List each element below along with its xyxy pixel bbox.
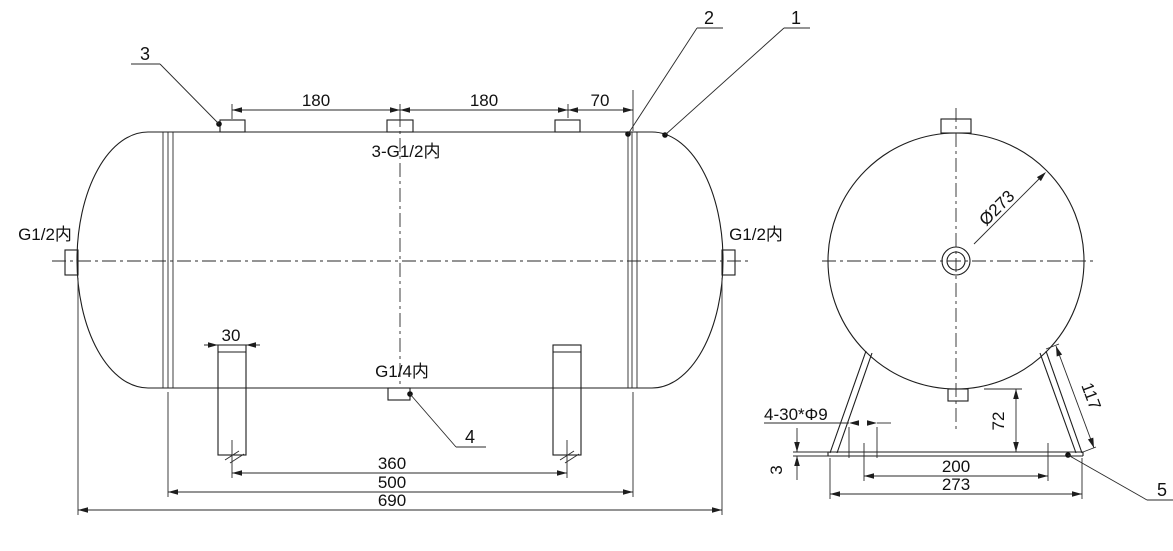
callout-4-label: 4 (465, 427, 475, 447)
dim-leg-length: 117 (1077, 380, 1104, 412)
callout-3-label: 3 (140, 44, 150, 64)
label-left-port: G1/2内 (18, 225, 72, 244)
callout-5: 5 (1065, 452, 1173, 501)
base-height-dimension: 72 (984, 388, 1022, 452)
dim-slot-spec: 4-30*Φ9 (764, 405, 828, 424)
dim-bolt-span: 200 (942, 457, 970, 476)
top-nozzle-1 (219, 119, 246, 133)
end-view: Ø273 4-30*Φ9 3 72 (764, 108, 1173, 501)
dim-base-height: 72 (989, 412, 1008, 431)
dim-end-offset: 70 (591, 91, 610, 110)
left-nozzle (64, 249, 79, 276)
bottom-nozzle (387, 387, 411, 401)
plate-thickness-dimension: 3 (767, 428, 828, 480)
dim-plate-thickness: 3 (767, 465, 786, 474)
right-weld-seam (627, 132, 638, 388)
slot-dimension: 4-30*Φ9 (764, 405, 891, 426)
dim-base-width: 273 (942, 475, 970, 494)
label-right-port: G1/2内 (729, 225, 783, 244)
base-plate (827, 427, 1084, 458)
dim-leg-width: 30 (222, 326, 241, 345)
right-nozzle (721, 249, 736, 276)
callout-4: 4 (407, 391, 486, 448)
end-left-leg (829, 350, 873, 454)
side-view: 180 180 70 30 360 500 (18, 8, 810, 515)
bottom-dimension-690: 690 (77, 278, 723, 515)
dim-diameter: Ø273 (976, 187, 1019, 230)
bottom-dimension-360: 360 (232, 454, 567, 476)
callout-2-label: 2 (704, 8, 714, 28)
callout-1-label: 1 (791, 8, 801, 28)
bolt-span-dimension: 200 (863, 443, 1049, 481)
callout-2: 2 (625, 8, 723, 137)
top-dimension-chain: 180 180 70 (231, 90, 634, 131)
callout-5-label: 5 (1157, 480, 1167, 500)
label-bottom-port: G1/4内 (375, 362, 429, 381)
top-nozzle-3 (554, 119, 581, 133)
callout-1: 1 (662, 8, 810, 138)
label-top-ports: 3-G1/2内 (372, 142, 441, 161)
leg-width-dimension: 30 (204, 326, 260, 348)
base-width-dimension: 273 (829, 458, 1083, 499)
end-right-leg (1039, 350, 1083, 454)
bottom-dimension-500: 500 (167, 392, 634, 497)
dim-leg-span: 360 (378, 454, 406, 473)
dim-port-pitch-2: 180 (470, 91, 498, 110)
left-head-curve (76, 131, 149, 389)
left-leg (217, 344, 247, 478)
end-bottom-nozzle (947, 388, 969, 402)
dim-port-pitch-1: 180 (302, 91, 330, 110)
callout-3: 3 (131, 44, 222, 127)
dim-overall-length: 690 (378, 491, 406, 510)
right-head-curve (651, 131, 724, 389)
right-leg (552, 344, 582, 478)
diameter-dimension: Ø273 (973, 172, 1046, 245)
left-weld-seam (162, 132, 174, 388)
leg-length-dimension: 117 (1045, 343, 1105, 453)
dim-shell-length: 500 (378, 473, 406, 492)
